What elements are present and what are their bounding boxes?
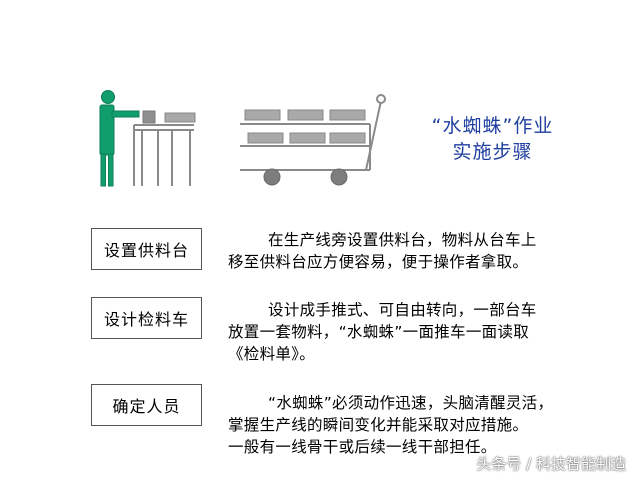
cart-handle-knob bbox=[376, 94, 386, 104]
worker-leg-right bbox=[108, 153, 114, 187]
title-line-2: 实施步骤 bbox=[452, 141, 533, 163]
worker-body bbox=[99, 104, 115, 156]
water-spider-illustration bbox=[99, 90, 386, 187]
step-label-3: 确定人员 bbox=[112, 397, 181, 416]
watermark: 头条号 / 科技智能制造 bbox=[476, 455, 626, 473]
step-3-line-3: 一般有一线骨干或后续一线干部担任。 bbox=[228, 438, 497, 456]
step-description-3: “水蜘蛛”必须动作迅速，头脑清醒灵活， 掌握生产线的瞬间变化并能采取对应措施。 … bbox=[228, 392, 588, 458]
worker-figure-icon bbox=[99, 90, 140, 187]
cart-wheel-right bbox=[330, 168, 348, 186]
step-description-2: 设计成手推式、可自由转向，一部台车 放置一套物料，“水蜘蛛”一面推车一面读取 《… bbox=[228, 299, 588, 365]
step-3-line-1: “水蜘蛛”必须动作迅速，头脑清醒灵活， bbox=[268, 394, 554, 412]
step-1-line-1: 在生产线旁设置供料台，物料从台车上 bbox=[268, 231, 537, 249]
step-1-line-2: 移至供料台应方便容易，便于操作者拿取。 bbox=[228, 253, 529, 271]
worker-head bbox=[101, 90, 115, 104]
step-label-1: 设置供料台 bbox=[103, 241, 189, 260]
step-2-line-1: 设计成手推式、可自由转向，一部台车 bbox=[268, 301, 537, 319]
step-label-box-3: 确定人员 bbox=[91, 384, 202, 426]
step-2-line-3: 《检料单》。 bbox=[228, 345, 316, 363]
cart-wheel-left bbox=[263, 168, 281, 186]
step-3-line-2: 掌握生产线的瞬间变化并能采取对应措施。 bbox=[228, 416, 529, 434]
step-label-box-2: 设计检料车 bbox=[91, 297, 202, 339]
step-label-box-1: 设置供料台 bbox=[91, 228, 202, 270]
worker-leg-left bbox=[100, 153, 106, 187]
supply-table-icon bbox=[133, 110, 196, 186]
title-line-1: “水蜘蛛”作业 bbox=[431, 115, 554, 137]
step-label-2: 设计检料车 bbox=[103, 310, 189, 329]
cart-handle bbox=[365, 100, 382, 171]
pick-cart-icon bbox=[240, 94, 386, 186]
step-description-1: 在生产线旁设置供料台，物料从台车上 移至供料台应方便容易，便于操作者拿取。 bbox=[228, 229, 588, 273]
step-2-line-2: 放置一套物料，“水蜘蛛”一面推车一面读取 bbox=[228, 323, 530, 341]
worker-arm bbox=[111, 110, 140, 118]
table-item-small bbox=[142, 110, 156, 124]
table-item-tray bbox=[164, 112, 196, 123]
